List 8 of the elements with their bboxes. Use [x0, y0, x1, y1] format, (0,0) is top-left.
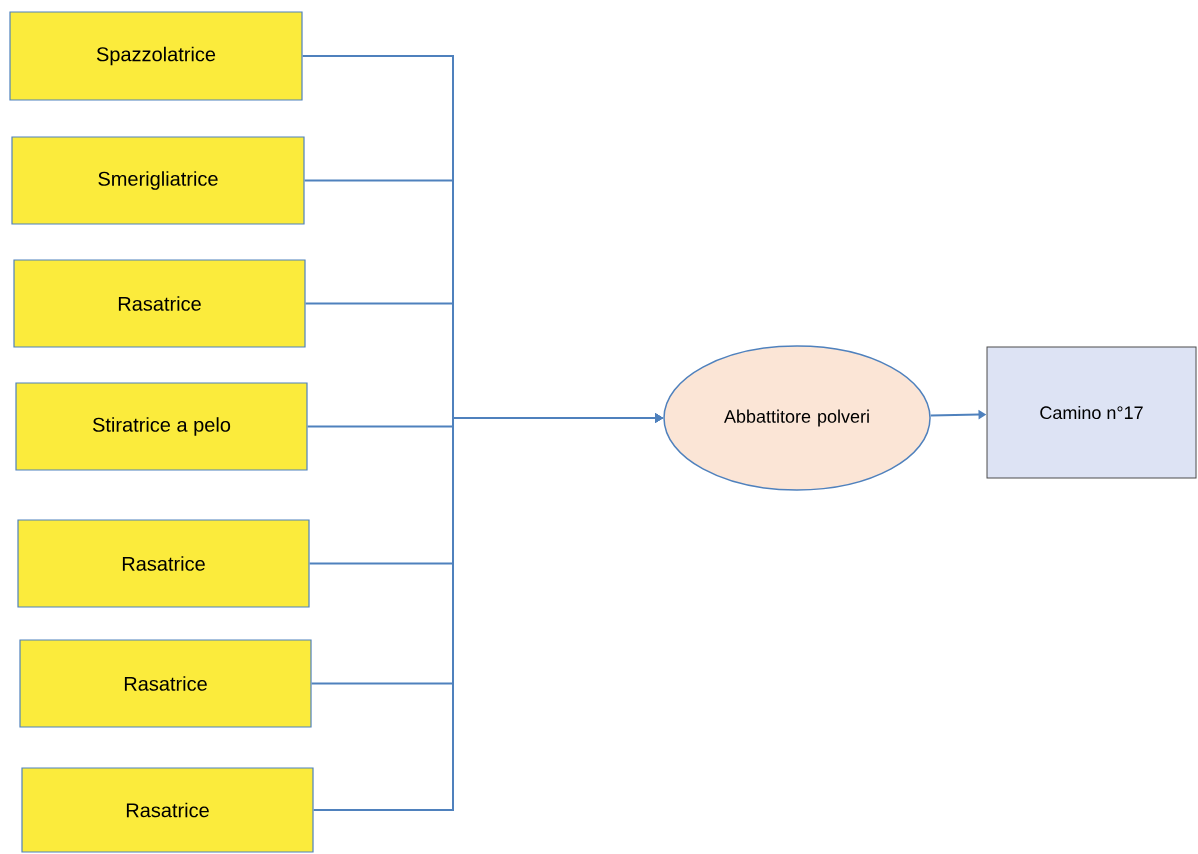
machine-box: Rasatrice: [21, 767, 314, 853]
chimney-box: Camino n°17: [986, 346, 1197, 479]
machine-box: Rasatrice: [17, 519, 310, 608]
machine-box: Smerigliatrice: [11, 136, 305, 225]
machine-box: Rasatrice: [19, 639, 312, 728]
machine-box: Stiratrice a pelo: [15, 382, 308, 471]
machine-box: Spazzolatrice: [9, 11, 303, 101]
machine-box: Rasatrice: [13, 259, 306, 348]
